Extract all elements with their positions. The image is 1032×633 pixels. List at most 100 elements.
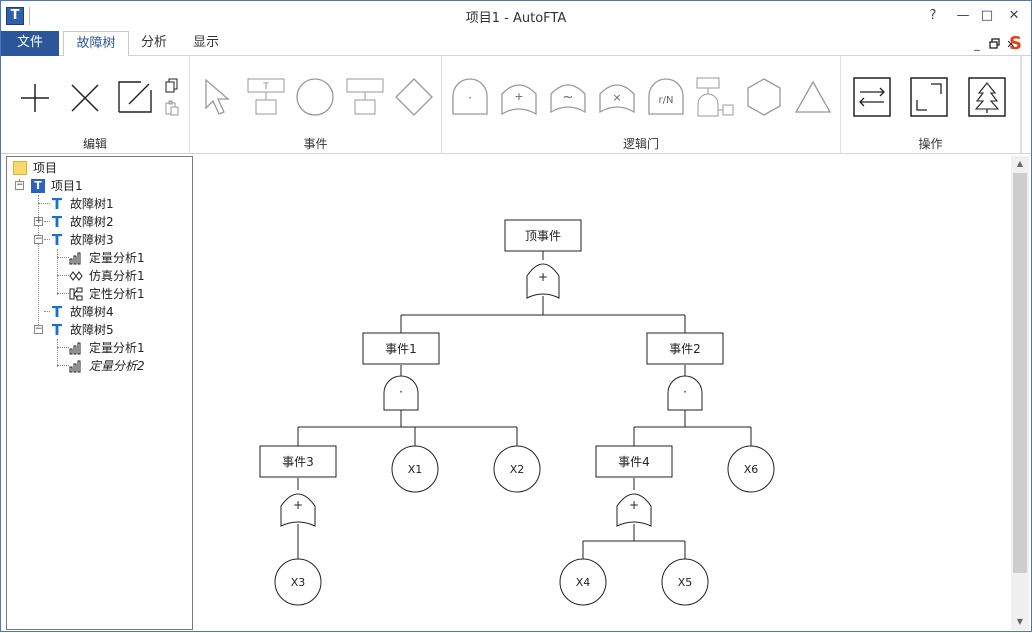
or-gate-icon: + [501, 84, 537, 116]
fault-tree-icon: T [51, 303, 63, 321]
svg-text:事件2: 事件2 [669, 342, 701, 356]
paste-button[interactable] [164, 100, 180, 116]
scroll-up-icon[interactable]: ▲ [1016, 159, 1024, 168]
intermediate-event-icon [346, 78, 384, 115]
diamond-icon [395, 78, 433, 116]
basic-event-button[interactable] [295, 76, 335, 118]
or-gate-button[interactable]: + [499, 76, 539, 118]
house-event-button[interactable] [744, 76, 784, 118]
tree-expander[interactable]: − [15, 180, 24, 190]
transfer-symbol-button[interactable] [793, 76, 833, 118]
svg-text:+: + [538, 270, 548, 284]
bar-chart-icon [69, 341, 83, 355]
add-button[interactable] [15, 76, 55, 118]
tree-layout-button[interactable] [967, 76, 1007, 118]
tab-analysis[interactable]: 分析 [140, 35, 167, 50]
svg-text:r/N: r/N [659, 95, 674, 106]
svg-text:~: ~ [563, 90, 574, 105]
scroll-thumb[interactable] [1013, 173, 1027, 573]
event3-node[interactable]: 事件3 [259, 445, 337, 478]
mdi-restore-button[interactable] [988, 38, 1002, 52]
svg-text:顶事件: 顶事件 [525, 229, 561, 243]
diagram-canvas[interactable]: 顶事件 + 事件1 · 事件2 · [194, 156, 1011, 630]
top-event-button[interactable]: T [246, 76, 286, 118]
tree-connector [57, 365, 69, 366]
project-icon: T [31, 179, 45, 193]
event2-node[interactable]: 事件2 [646, 332, 724, 365]
svg-text:+: + [514, 90, 523, 103]
help-button[interactable]: ? [929, 8, 937, 23]
basic-event-x4[interactable]: X4 [559, 558, 607, 606]
swap-button[interactable] [852, 76, 892, 118]
select-tool-button[interactable] [198, 76, 238, 118]
ribbon-group-label-events: 事件 [303, 137, 328, 151]
app-icon[interactable]: T [6, 7, 24, 25]
tree-connector [57, 339, 58, 367]
tab-display[interactable]: 显示 [192, 35, 219, 50]
top-event-node[interactable]: 顶事件 [504, 219, 582, 252]
and-gate-event1[interactable]: · [383, 375, 419, 411]
tab-fault-tree[interactable]: 故障树 [63, 31, 129, 57]
basic-event-x2[interactable]: X2 [493, 445, 541, 493]
undeveloped-event-button[interactable] [394, 76, 434, 118]
xor-gate-button[interactable]: ~ [548, 76, 588, 118]
ribbon-scroll[interactable] [1021, 56, 1031, 154]
qualitative-icon [69, 287, 83, 301]
transfer-gate-button[interactable] [695, 76, 735, 118]
edit-button[interactable] [115, 76, 155, 118]
ribbon-group-label-operations: 操作 [918, 137, 943, 151]
cursor-icon [205, 78, 230, 115]
file-menu-button[interactable]: 文件 [1, 31, 59, 56]
input-method-logo: S [1009, 33, 1022, 54]
or-gate-event4[interactable]: + [616, 493, 652, 527]
minimize-button[interactable]: — [956, 8, 970, 23]
and-gate-button[interactable]: · [450, 76, 490, 118]
tree-expander[interactable]: − [34, 324, 43, 334]
bar-chart-icon [69, 251, 83, 265]
event4-node[interactable]: 事件4 [595, 445, 673, 478]
tree-connector [57, 257, 69, 258]
tree-expander[interactable]: − [34, 234, 43, 244]
fit-view-button[interactable] [909, 76, 949, 118]
svg-text:+: + [629, 498, 639, 512]
tree-connector [44, 239, 50, 240]
not-gate-button[interactable]: × [597, 76, 637, 118]
basic-event-x3[interactable]: X3 [274, 558, 322, 606]
or-gate-event3[interactable]: + [280, 493, 316, 527]
and-gate-event2[interactable]: · [667, 375, 703, 411]
tree-icon [968, 77, 1006, 117]
mdi-minimize-button[interactable]: _ [974, 38, 980, 51]
project-tree: − + − − 项目 T 项目1 T 故障树1 T 故障树2 T 故障树3 定量… [6, 156, 193, 630]
svg-text:·: · [683, 385, 687, 399]
fault-tree-icon: T [51, 195, 63, 213]
basic-event-x6[interactable]: X6 [727, 445, 775, 493]
voting-gate-button[interactable]: r/N [646, 76, 686, 118]
svg-text:事件3: 事件3 [282, 455, 314, 469]
circle-icon [296, 78, 334, 116]
intermediate-event-button[interactable] [345, 76, 385, 118]
svg-text:事件4: 事件4 [618, 455, 650, 469]
or-gate-top[interactable]: + [526, 263, 560, 299]
scroll-down-icon[interactable]: ▼ [1016, 617, 1024, 626]
cross-icon [71, 84, 99, 112]
voting-gate-icon: r/N [648, 78, 684, 115]
mdi-close-button[interactable]: ✕ [1006, 38, 1016, 51]
tree-connector [44, 221, 50, 222]
maximize-button[interactable]: □ [980, 8, 994, 23]
tree-connector [38, 203, 50, 204]
basic-event-x5[interactable]: X5 [661, 558, 709, 606]
window-title: 项目1 - AutoFTA [465, 11, 567, 26]
canvas-vertical-scrollbar[interactable]: ▲ ▼ [1011, 156, 1029, 630]
edit-icon [118, 81, 152, 113]
svg-text:X3: X3 [291, 576, 306, 589]
event1-node[interactable]: 事件1 [362, 332, 440, 365]
basic-event-x1[interactable]: X1 [391, 445, 439, 493]
svg-text:X2: X2 [510, 463, 525, 476]
close-button[interactable]: ✕ [1008, 8, 1020, 23]
triangle-icon [794, 80, 832, 113]
simulation-icon [69, 269, 83, 283]
delete-button[interactable] [65, 76, 105, 118]
tree-expander[interactable]: + [34, 216, 43, 226]
copy-button[interactable] [164, 78, 180, 94]
